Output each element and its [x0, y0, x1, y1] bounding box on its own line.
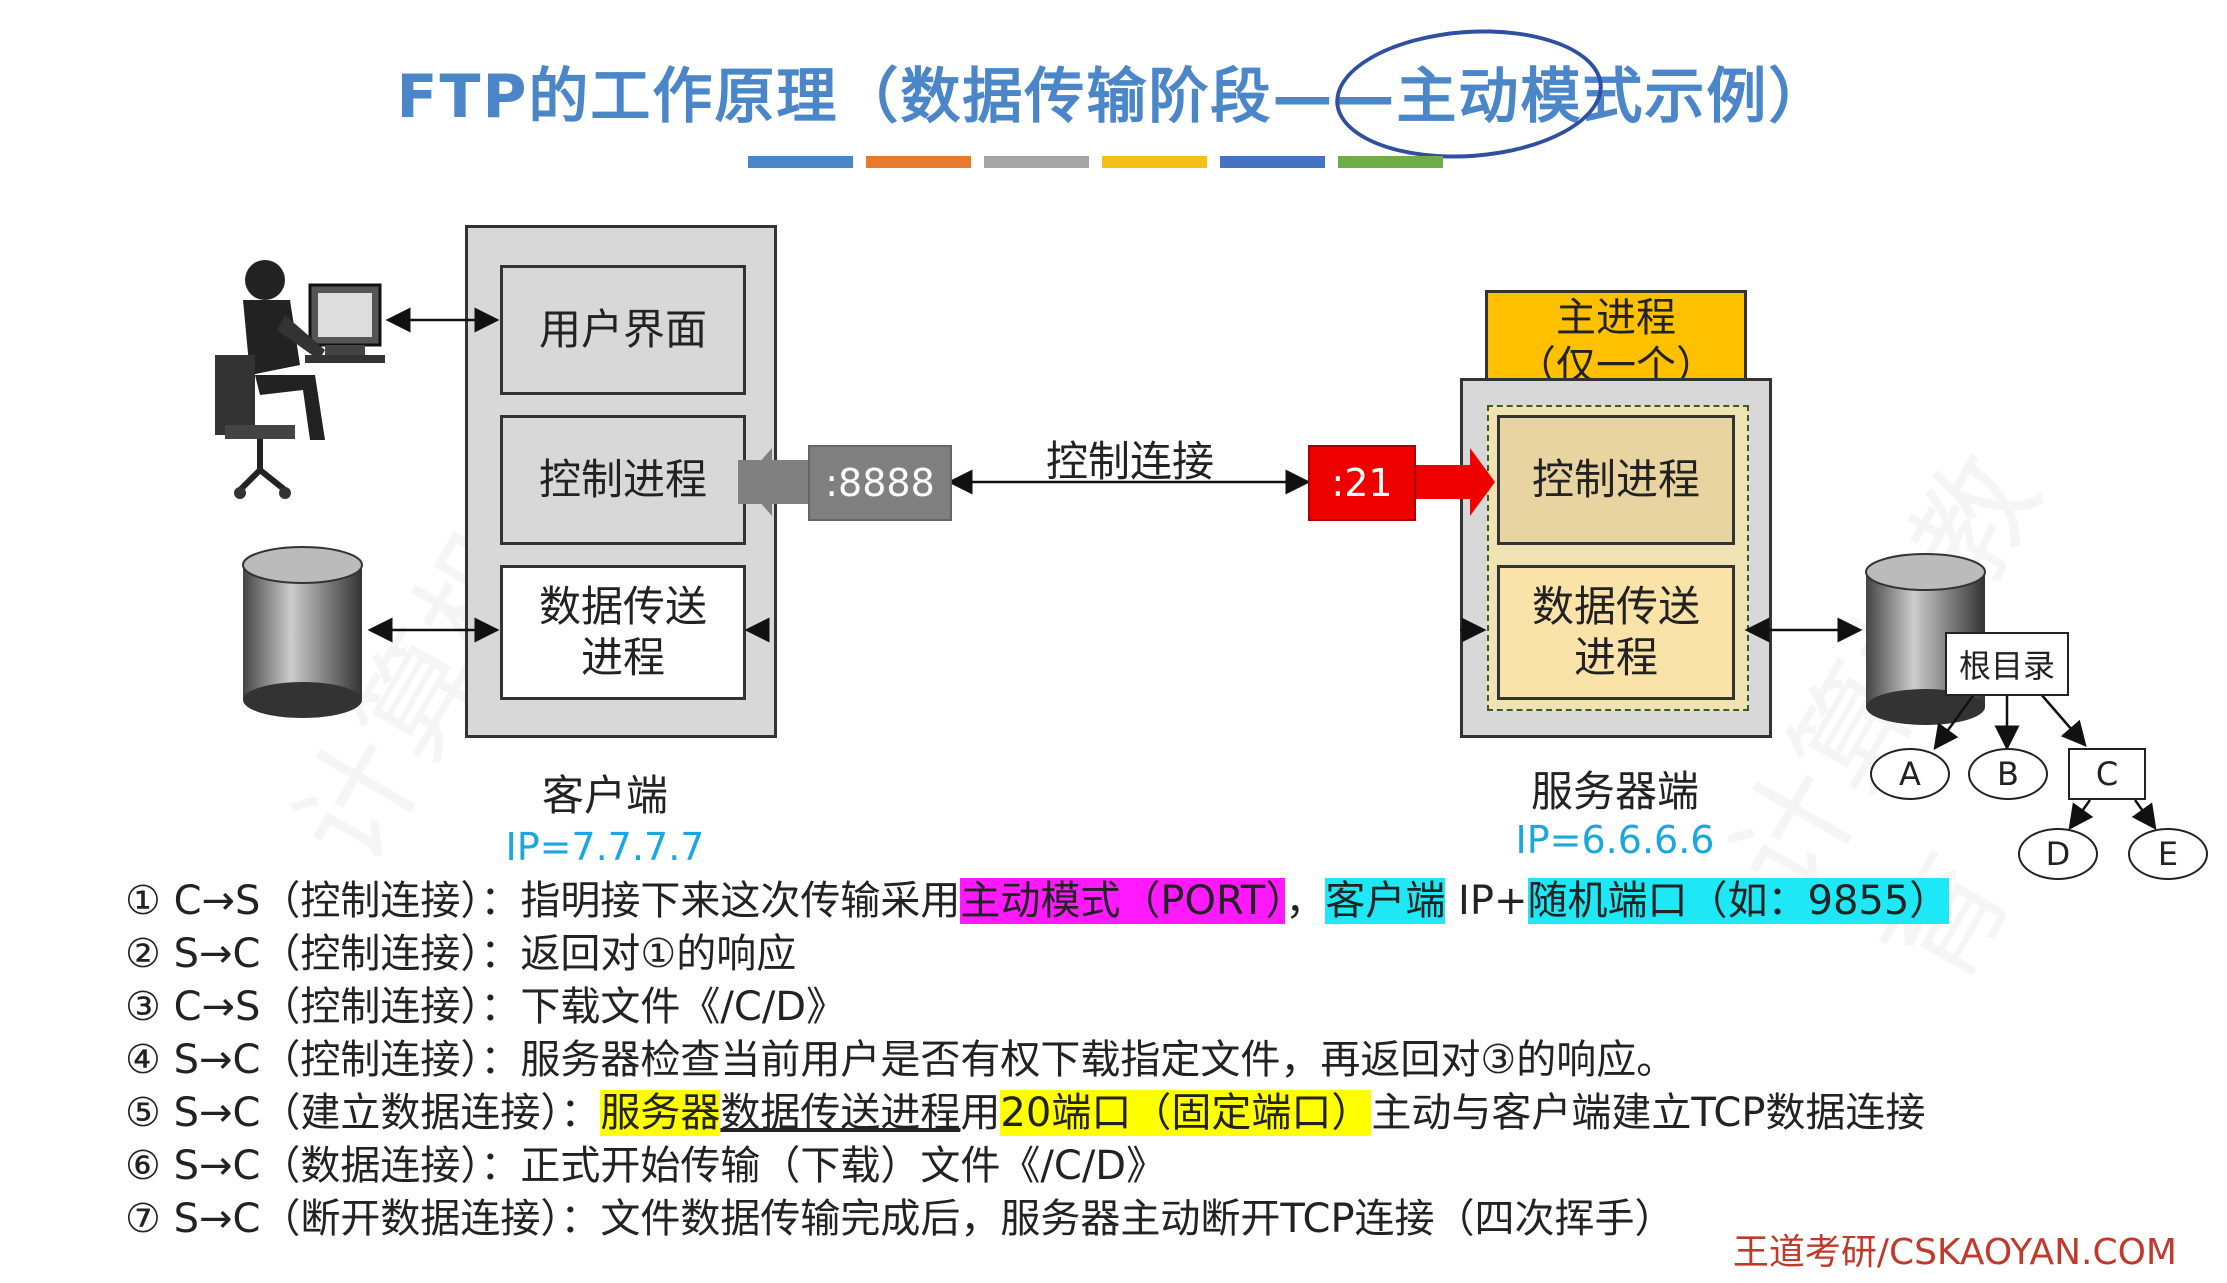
step-text: IP+ [1445, 878, 1528, 924]
client-data-label-2: 进程 [580, 632, 665, 682]
server-ip: IP=6.6.6.6 [1515, 818, 1715, 862]
tree-node-e-label: E [2157, 835, 2179, 873]
deco-bar-4 [1102, 156, 1207, 168]
tree-node-d: D [2018, 828, 2098, 880]
deco-bar-6 [1338, 156, 1443, 168]
diagram-arrows [367, 307, 2157, 831]
step-number: ④ [125, 1037, 161, 1083]
step-text: 正式开始传输（下载）文件《/C/D》 [520, 1143, 1167, 1189]
control-connection-label: 控制连接 [1045, 437, 1214, 486]
client-ip: IP=7.7.7.7 [505, 825, 705, 869]
step-tag: （控制连接）： [260, 878, 521, 924]
highlight-active-mode: 主动模式（PORT） [960, 878, 1286, 924]
client-label: 客户端 [541, 771, 668, 820]
tree-node-c: C [2068, 748, 2146, 800]
step-direction: S→C [173, 1196, 261, 1242]
step-1: ① C→S（控制连接）：指明接下来这次传输采用主动模式（PORT），客户端 IP… [125, 875, 1950, 928]
step-tag: （控制连接）： [260, 984, 521, 1030]
step-text: 服务器检查当前用户是否有权下载指定文件，再返回对③的响应。 [520, 1037, 1677, 1083]
step-number: ② [125, 931, 161, 977]
client-control-label: 控制进程 [538, 454, 707, 504]
server-label: 服务器端 [1530, 767, 1699, 816]
step-direction: C→S [173, 984, 261, 1030]
tree-root-node: 根目录 [1945, 632, 2069, 696]
tree-node-e: E [2128, 828, 2208, 880]
step-text: 主动与客户端建立TCP数据连接 [1371, 1090, 1926, 1136]
step-number: ⑦ [125, 1196, 161, 1242]
footer-brand: 王道考研/CSKAOYAN.COM [1732, 1232, 2177, 1273]
deco-bar-5 [1220, 156, 1325, 168]
step-4: ④ S→C（控制连接）：服务器检查当前用户是否有权下载指定文件，再返回对③的响应… [125, 1034, 1949, 1087]
step-text: 指明接下来这次传输采用 [520, 878, 961, 924]
client-data-process-box: 数据传送 进程 [500, 565, 746, 700]
step-direction: S→C [173, 1037, 261, 1083]
client-data-label-1: 数据传送 [538, 582, 707, 632]
server-data-label-1: 数据传送 [1531, 582, 1700, 632]
step-number: ③ [125, 984, 161, 1030]
tree-node-b-label: B [1997, 755, 2019, 793]
step-6: ⑥ S→C（数据连接）：正式开始传输（下载）文件《/C/D》 [125, 1140, 1949, 1193]
step-text: 用 [960, 1090, 1001, 1136]
highlight-port-20: 20端口（固定端口） [1000, 1090, 1372, 1136]
deco-bar-3 [984, 156, 1089, 168]
step-5: ⑤ S→C（建立数据连接）：服务器数据传送进程用20端口（固定端口）主动与客户端… [125, 1087, 1949, 1140]
steps-list: ① C→S（控制连接）：指明接下来这次传输采用主动模式（PORT），客户端 IP… [125, 875, 1950, 1246]
step-number: ① [125, 878, 161, 924]
server-data-process-box: 数据传送 进程 [1497, 565, 1735, 700]
user-at-computer-icon [215, 260, 385, 499]
client-database-icon [242, 546, 363, 718]
client-ui-box: 用户界面 [500, 265, 746, 395]
server-port-badge: :21 [1308, 445, 1416, 521]
server-control-label: 控制进程 [1531, 454, 1700, 504]
deco-bar-2 [866, 156, 971, 168]
step-3: ③ C→S（控制连接）：下载文件《/C/D》 [125, 981, 1949, 1034]
deco-bar-1 [748, 156, 853, 168]
step-number: ⑤ [125, 1090, 161, 1136]
highlight-server: 服务器 [600, 1090, 721, 1136]
step-direction: C→S [173, 878, 261, 924]
client-port-badge: :8888 [808, 445, 952, 521]
tree-node-d-label: D [2045, 835, 2071, 873]
client-port-label: :8888 [825, 461, 935, 505]
page-title: FTP的工作原理（数据传输阶段——主动模式示例） [396, 62, 1831, 132]
tree-node-c-label: C [2095, 755, 2119, 793]
tree-node-a-label: A [1899, 755, 1921, 793]
server-data-label-2: 进程 [1573, 632, 1658, 682]
step-tag: （控制连接）： [260, 931, 521, 977]
client-ui-label: 用户界面 [538, 304, 707, 354]
tree-node-b: B [1968, 748, 2048, 800]
step-text: 返回对①的响应 [520, 931, 797, 977]
server-port-label: :21 [1331, 461, 1393, 505]
step-direction: S→C [173, 1143, 261, 1189]
step-text: 文件数据传输完成后，服务器主动断开TCP连接（四次挥手） [600, 1196, 1675, 1242]
underline-data-process: 数据传送进程 [720, 1090, 961, 1136]
step-tag: （控制连接）： [260, 1037, 521, 1083]
step-7: ⑦ S→C（断开数据连接）：文件数据传输完成后，服务器主动断开TCP连接（四次挥… [125, 1193, 1949, 1246]
step-direction: S→C [173, 1090, 261, 1136]
step-text: ， [1285, 878, 1326, 924]
step-text: 下载文件《/C/D》 [520, 984, 847, 1030]
step-direction: S→C [173, 931, 261, 977]
highlight-random-port: 随机端口（如：9855） [1527, 878, 1950, 924]
tree-node-a: A [1870, 748, 1950, 800]
highlight-client: 客户端 [1325, 878, 1446, 924]
step-2: ② S→C（控制连接）：返回对①的响应 [125, 928, 1949, 981]
step-tag: （断开数据连接）： [260, 1196, 601, 1242]
server-main-label-1: 主进程 [1556, 294, 1676, 341]
step-tag: （建立数据连接）： [260, 1090, 601, 1136]
server-control-process-box: 控制进程 [1497, 415, 1735, 545]
step-number: ⑥ [125, 1143, 161, 1189]
tree-root-label: 根目录 [1958, 647, 2055, 685]
step-tag: （数据连接）： [260, 1143, 521, 1189]
